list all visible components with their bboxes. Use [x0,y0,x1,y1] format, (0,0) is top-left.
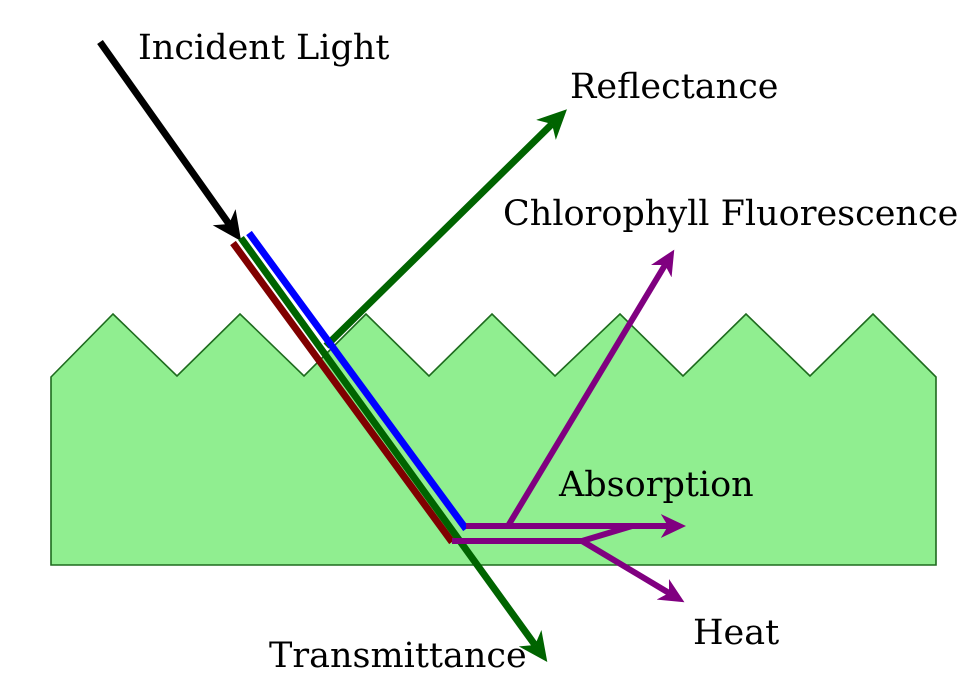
incident-light-label: Incident Light [138,28,389,68]
transmittance-label: Transmittance [269,636,527,676]
red-light-ray [230,240,455,545]
blue-light-ray [246,230,469,532]
heat-label: Heat [693,613,779,653]
reflectance-label: Reflectance [570,67,779,107]
incident-light-arrow [97,39,242,242]
chlorophyll-fluorescence-label: Chlorophyll Fluorescence [503,194,958,234]
absorption-branch-ray [581,523,633,544]
absorption-label: Absorption [558,465,754,505]
reflectance-arrow [323,109,567,349]
leaf-shape [50,312,937,566]
green-light-ray [238,235,548,663]
fluorescence-arrow [505,249,675,528]
heat-arrow [580,538,685,603]
